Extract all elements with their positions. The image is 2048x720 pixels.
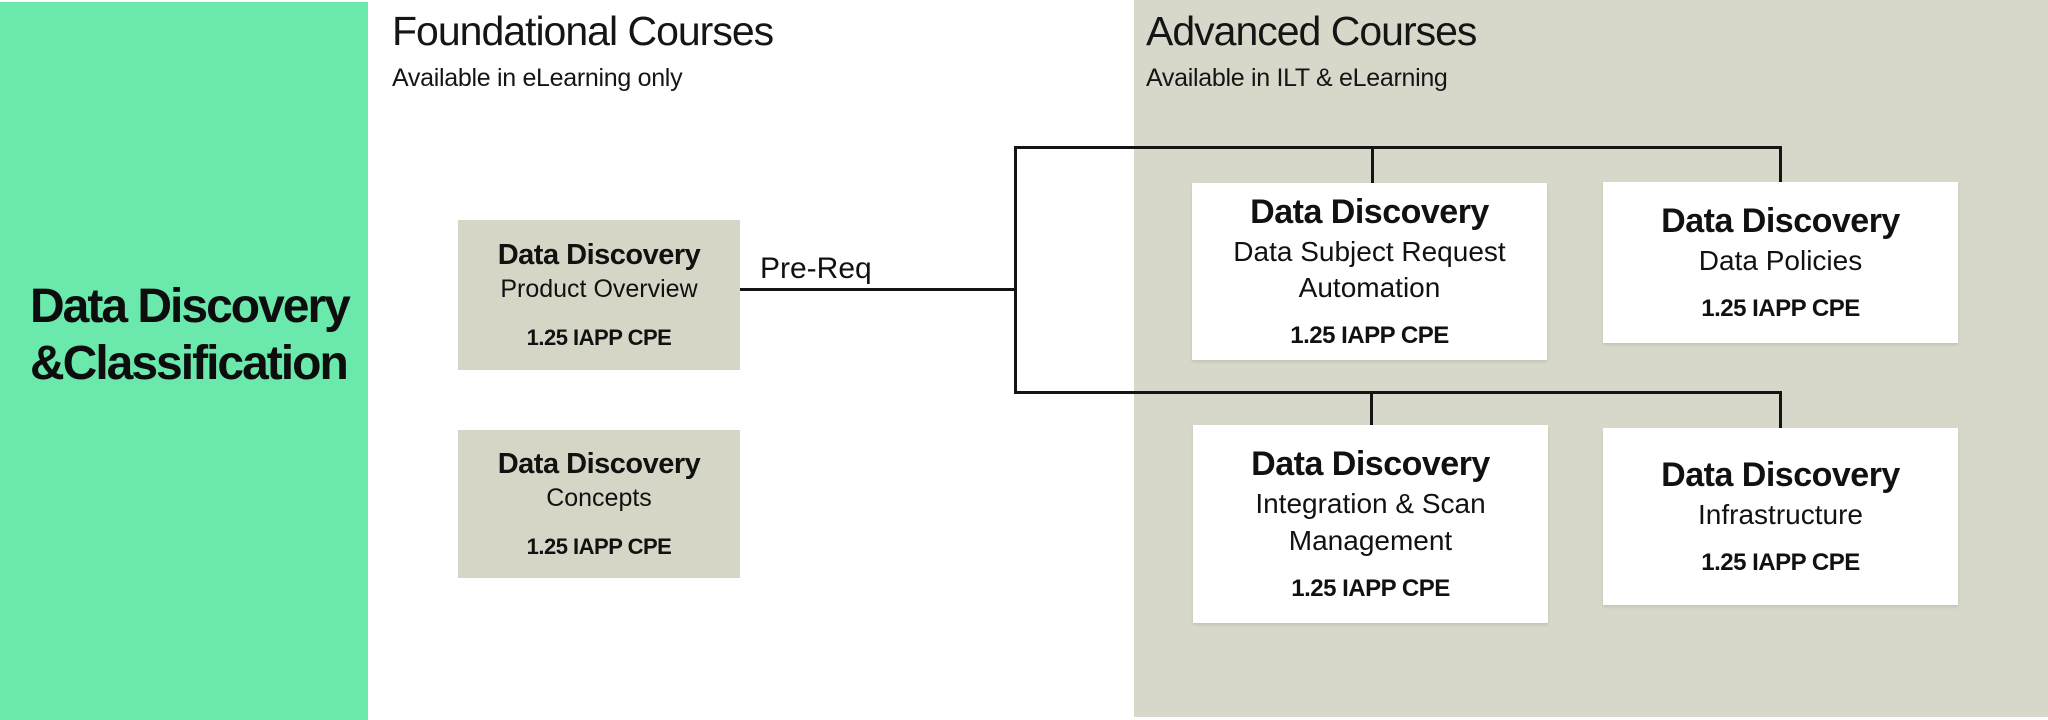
- connector-vertical-spine: [1014, 146, 1017, 394]
- course-credit: 1.25 IAPP CPE: [1290, 322, 1449, 350]
- connector-drop-infrastructure: [1779, 391, 1782, 429]
- course-box-integration-scan-management: Data Discovery Integration & Scan Manage…: [1193, 425, 1548, 623]
- course-box-data-subject-request-automation: Data Discovery Data Subject Request Auto…: [1192, 183, 1547, 360]
- connector-bottom-horizontal: [1014, 391, 1782, 394]
- category-title: Data Discovery &Classification: [30, 278, 351, 392]
- prereq-label: Pre-Req: [760, 252, 872, 285]
- course-box-data-policies: Data Discovery Data Policies 1.25 IAPP C…: [1603, 182, 1958, 343]
- connector-drop-data-policies: [1779, 146, 1782, 183]
- category-title-line2: &Classification: [30, 337, 349, 390]
- course-credit: 1.25 IAPP CPE: [526, 534, 672, 560]
- course-box-concepts: Data Discovery Concepts 1.25 IAPP CPE: [458, 430, 740, 578]
- course-name: Concepts: [546, 484, 652, 513]
- foundational-section-subtitle: Available in eLearning only: [392, 64, 683, 92]
- course-product: Data Discovery: [1661, 201, 1900, 240]
- course-credit: 1.25 IAPP CPE: [1291, 574, 1450, 602]
- course-box-product-overview: Data Discovery Product Overview 1.25 IAP…: [458, 220, 740, 370]
- course-name: Data Policies: [1698, 244, 1863, 276]
- course-name: Infrastructure: [1698, 498, 1863, 530]
- course-product: Data Discovery: [1661, 455, 1900, 494]
- course-name: Integration & Scan Management: [1255, 488, 1486, 556]
- prereq-connector-line: [740, 288, 1016, 291]
- advanced-section-subtitle: Available in ILT & eLearning: [1146, 64, 1448, 92]
- course-product: Data Discovery: [497, 447, 701, 480]
- course-credit: 1.25 IAPP CPE: [1701, 295, 1860, 323]
- connector-top-horizontal: [1014, 146, 1782, 149]
- course-credit: 1.25 IAPP CPE: [1701, 549, 1860, 577]
- course-name: Data Subject Request Automation: [1233, 235, 1506, 304]
- course-product: Data Discovery: [1250, 192, 1489, 231]
- advanced-section-title: Advanced Courses: [1146, 8, 1477, 54]
- course-box-infrastructure: Data Discovery Infrastructure 1.25 IAPP …: [1603, 428, 1958, 605]
- connector-drop-integration-scan: [1370, 391, 1373, 426]
- category-title-line1: Data Discovery: [30, 280, 351, 333]
- course-name: Product Overview: [500, 275, 698, 304]
- foundational-section-title: Foundational Courses: [392, 8, 774, 54]
- course-product: Data Discovery: [497, 238, 701, 271]
- course-credit: 1.25 IAPP CPE: [526, 325, 672, 351]
- connector-drop-dsr-automation: [1371, 146, 1374, 184]
- course-product: Data Discovery: [1251, 445, 1490, 484]
- category-panel: Data Discovery &Classification: [0, 2, 368, 720]
